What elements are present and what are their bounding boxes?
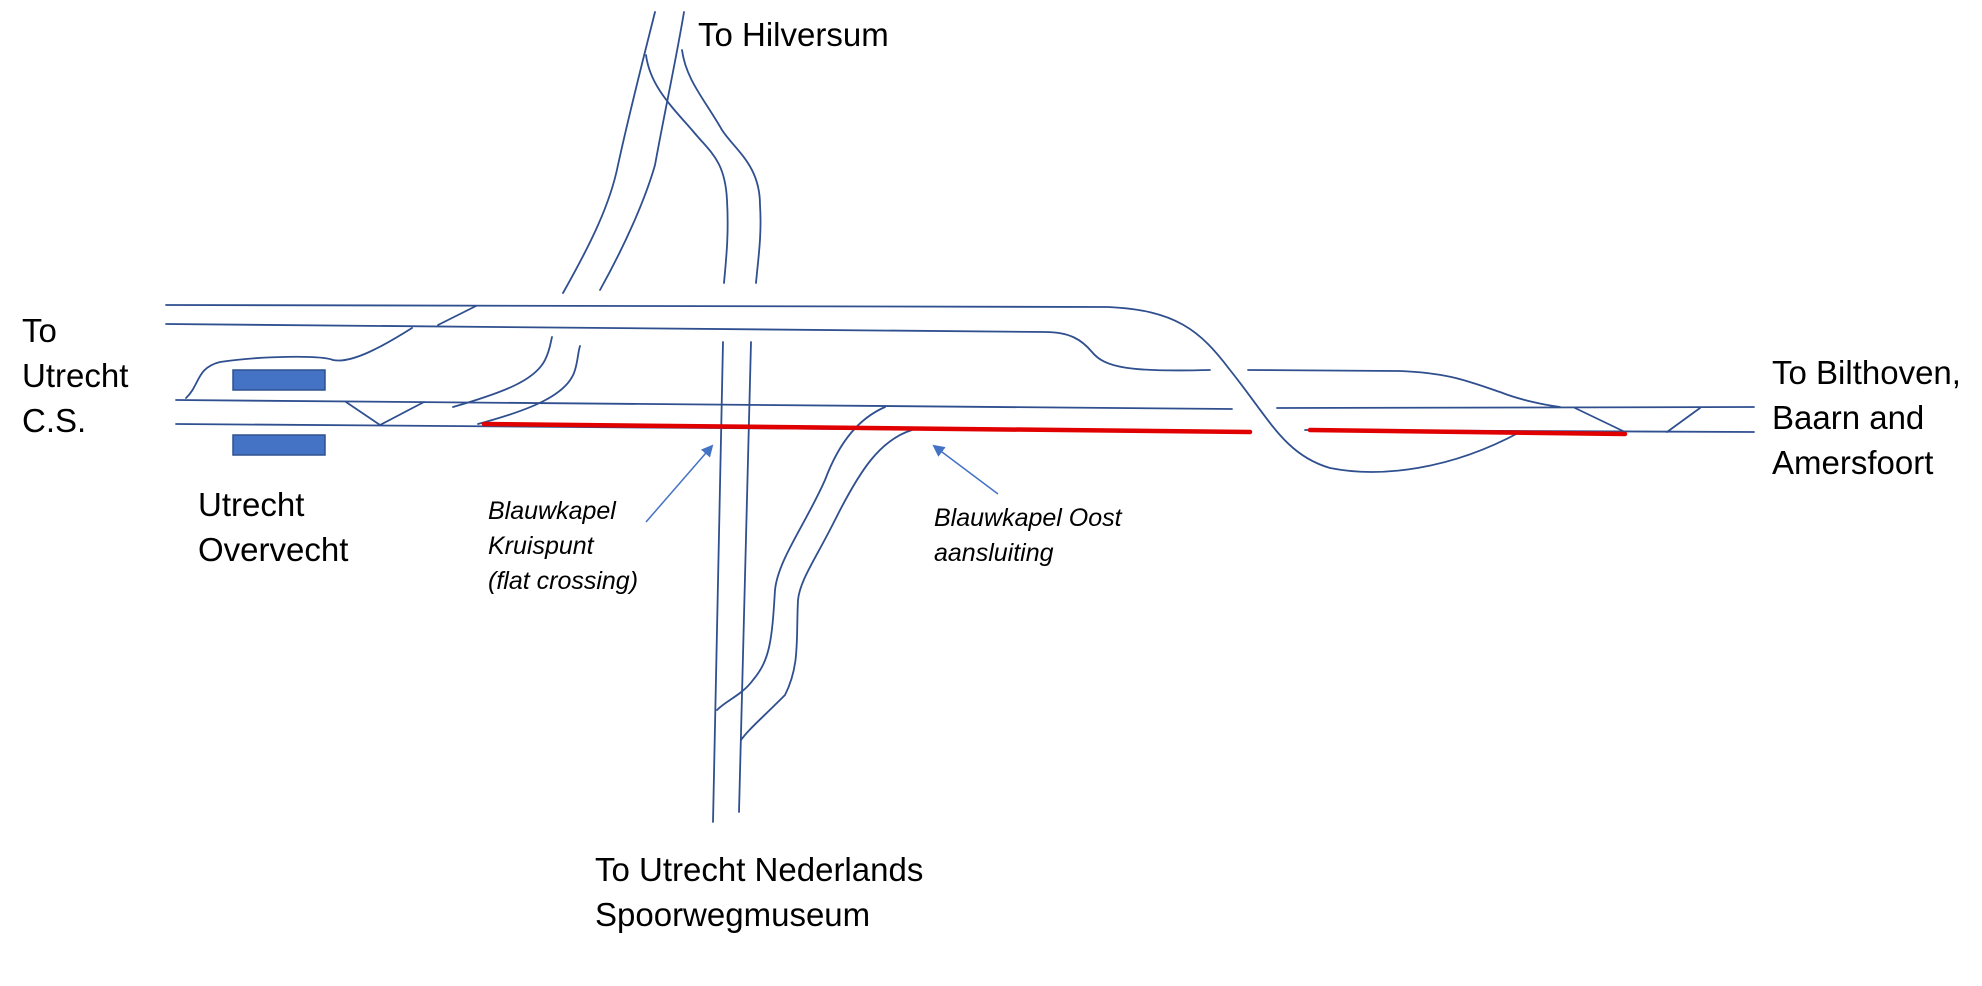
arrow-kruispunt (645, 444, 714, 523)
label-line: Spoorwegmuseum (595, 896, 871, 933)
label-line: To Utrecht Nederlands (595, 851, 924, 888)
track-curve-hilversum-1 (452, 336, 553, 408)
track-hilversum-curve-2 (681, 49, 762, 284)
label-utrecht-overvecht: Utrecht Overvecht (198, 482, 348, 572)
label-line: Utrecht (22, 357, 129, 394)
label-line: Blauwkapel Oost (934, 504, 1122, 532)
track-hilversum-inner (599, 11, 685, 291)
track-museum-west (712, 341, 724, 823)
label-line: (flat crossing) (488, 567, 639, 595)
track-overvecht-siding (185, 327, 413, 399)
label-line: Utrecht (198, 486, 305, 523)
label-line: Blauwkapel (488, 497, 616, 525)
label-to-bilthoven: To Bilthoven, Baarn and Amersfoort (1772, 350, 1961, 485)
track-east-main-1 (1276, 406, 1755, 409)
highlight-kruispunt-segment (481, 421, 1253, 435)
crossover-lower-west (345, 401, 425, 427)
label-line: Overvecht (198, 531, 349, 568)
track-oost-curve-1 (716, 406, 886, 711)
label-line: Baarn and (1772, 399, 1925, 436)
track-network (165, 11, 1755, 823)
track-museum-east (738, 341, 752, 813)
crossover-east (1574, 407, 1701, 433)
label-to-museum: To Utrecht Nederlands Spoorwegmuseum (595, 847, 923, 937)
label-line: To Bilthoven, (1772, 354, 1961, 391)
label-line: To Hilversum (698, 16, 889, 53)
label-to-utrecht-cs: To Utrecht C.S. (22, 308, 128, 443)
platform-group (232, 369, 326, 456)
label-to-hilversum: To Hilversum (698, 12, 889, 57)
label-line: To (22, 312, 57, 349)
track-east-upper (1247, 369, 1561, 408)
pointer-arrows (645, 444, 999, 523)
track-lower-main-1 (175, 399, 1233, 410)
label-line: Kruispunt (488, 532, 594, 560)
arrow-oost (932, 444, 999, 495)
track-hilversum-curve-1 (645, 54, 729, 284)
platform-overvecht-south (232, 434, 326, 456)
label-line: aansluiting (934, 539, 1054, 567)
track-upper-main-1 (165, 304, 1521, 473)
label-blauwkapel-oost: Blauwkapel Oost aansluiting (934, 501, 1122, 571)
track-hilversum-west (562, 11, 656, 294)
label-line: Amersfoort (1772, 444, 1934, 481)
highlight-group (481, 421, 1628, 437)
crossover-upper (437, 305, 477, 326)
label-line: C.S. (22, 402, 87, 439)
track-upper-main-2 (165, 323, 1211, 372)
platform-overvecht-north (232, 369, 326, 391)
label-blauwkapel-kruispunt: Blauwkapel Kruispunt (flat crossing) (488, 494, 638, 599)
highlight-east-segment (1307, 427, 1628, 437)
track-oost-curve-2 (740, 429, 913, 741)
track-curve-hilversum-2 (477, 345, 581, 425)
